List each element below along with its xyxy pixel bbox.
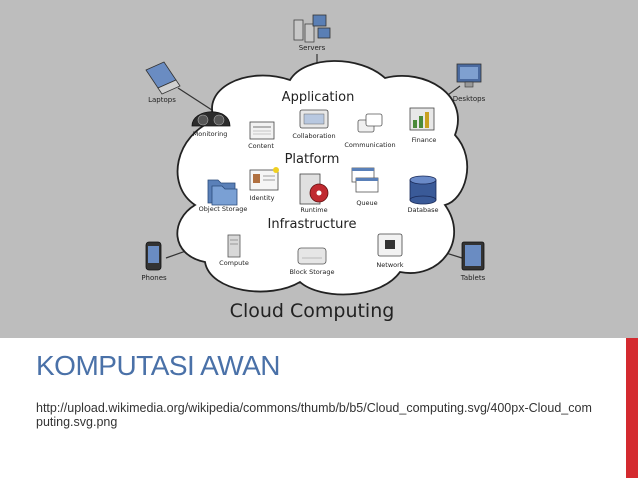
label-collaboration: Collaboration [292, 132, 335, 140]
finance-chart-icon [409, 107, 435, 131]
network-socket-icon [377, 233, 403, 257]
folders-icon [207, 179, 238, 206]
label-block-storage: Block Storage [289, 268, 334, 276]
label-content: Content [248, 142, 274, 150]
monitoring-gauge-icon [191, 111, 231, 127]
section-infrastructure: Infrastructure [268, 217, 357, 232]
label-network: Network [376, 261, 403, 269]
desktop-icon [456, 63, 482, 88]
server-tower-icon [227, 234, 241, 258]
source-url-link[interactable]: http://upload.wikimedia.org/wikipedia/co… [36, 401, 592, 429]
cloud-computing-diagram: Application Platform Infrastructure Serv… [141, 14, 486, 322]
label-desktops: Desktops [453, 95, 486, 103]
label-compute: Compute [219, 259, 249, 267]
newspaper-icon [249, 121, 275, 140]
laptop-icon [145, 61, 181, 95]
servers-icon [293, 14, 331, 43]
chat-bubbles-icon [357, 113, 383, 133]
label-laptops: Laptops [148, 96, 176, 104]
label-database: Database [407, 206, 438, 214]
accent-bar [626, 338, 638, 478]
label-servers: Servers [299, 44, 326, 52]
section-platform: Platform [285, 152, 340, 167]
id-card-icon [249, 167, 279, 191]
label-identity: Identity [250, 194, 275, 202]
phone-icon [145, 241, 162, 271]
label-communication: Communication [344, 141, 395, 149]
runtime-disc-icon [299, 173, 329, 205]
label-monitoring: Monitoring [193, 130, 228, 138]
collaboration-icon [299, 109, 329, 129]
queue-windows-icon [351, 167, 379, 193]
label-queue: Queue [356, 199, 377, 207]
label-runtime: Runtime [300, 206, 327, 214]
label-tablets: Tablets [460, 274, 486, 282]
section-application: Application [282, 90, 355, 105]
diagram-title: Cloud Computing [230, 300, 395, 322]
slide-title: KOMPUTASI AWAN [36, 350, 281, 381]
database-icon [409, 175, 437, 205]
label-finance: Finance [412, 136, 437, 144]
hard-drive-icon [297, 247, 327, 265]
label-object-storage: Object Storage [199, 205, 248, 213]
tablet-icon [461, 241, 485, 271]
label-phones: Phones [141, 274, 167, 282]
